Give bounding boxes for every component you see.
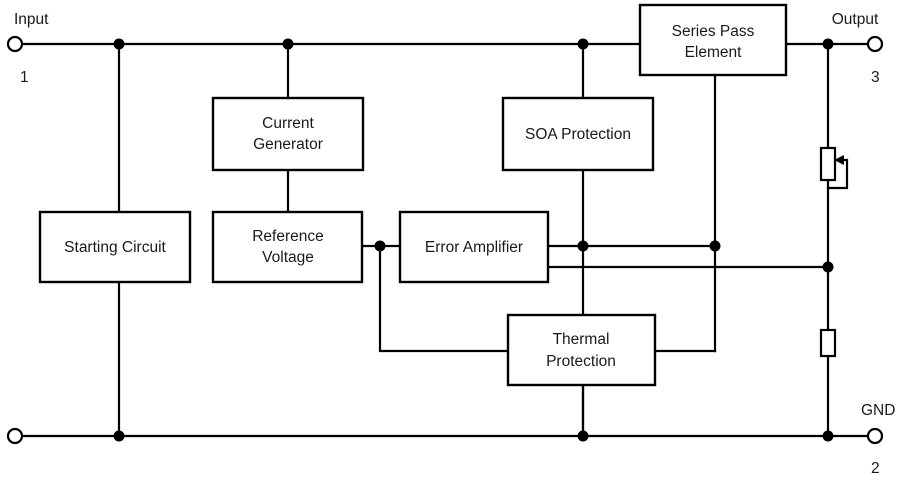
port-number-input: 1 [20,69,29,86]
error-amplifier-label: Error Amplifier [425,239,523,256]
reference-voltage-label-line2: Voltage [262,249,314,266]
resistor-lower-body [819,328,837,358]
wire-reference-node-to-thermal [378,244,510,353]
current-generator-label-line1: Current [262,115,314,132]
junction-output-top [822,38,834,50]
block-thermal-protection[interactable]: Thermal Protection [506,313,657,387]
junction-gnd-thermal [577,430,589,442]
block-error-amplifier[interactable]: Error Amplifier [398,210,550,284]
variable-resistor-upper[interactable] [819,146,844,182]
junction-soa-top [577,38,589,50]
resistor-lower [819,328,837,358]
potentiometer-body[interactable] [819,146,837,182]
starting-circuit-box[interactable] [38,210,192,284]
terminal-input[interactable] [6,35,24,53]
soa-protection-box[interactable] [501,96,655,172]
port-label-output: Output [832,11,879,28]
junction-gnd-right [822,430,834,442]
potentiometer-wiper-arrow-icon [834,155,844,165]
block-reference-voltage[interactable]: Reference Voltage [211,210,364,284]
terminal-gnd-right[interactable] [866,427,884,445]
terminals [6,35,884,445]
junction-current-generator-top [282,38,294,50]
junction-divider-tap [822,261,834,273]
current-generator-box[interactable] [211,96,365,172]
junction-series-pass-control [709,240,721,252]
port-labels: Input 1 Output 3 GND 2 [14,11,895,477]
port-label-input: Input [14,11,49,28]
wire-network [20,42,870,438]
terminal-gnd-left[interactable] [6,427,24,445]
junction-gnd-starting-circuit [113,430,125,442]
block-soa-protection[interactable]: SOA Protection [501,96,655,172]
block-starting-circuit[interactable]: Starting Circuit [38,210,192,284]
series-pass-element-label-line2: Element [685,44,743,61]
thermal-protection-box[interactable] [506,313,657,387]
port-label-gnd: GND [861,402,895,419]
starting-circuit-label: Starting Circuit [64,239,166,256]
reference-voltage-label-line1: Reference [252,228,324,245]
port-number-gnd: 2 [871,460,880,477]
reference-voltage-box[interactable] [211,210,364,284]
port-number-output: 3 [871,69,880,86]
block-series-pass-element[interactable]: Series Pass Element [638,3,788,77]
soa-protection-label: SOA Protection [525,126,631,143]
junction-soa-feedback [577,240,589,252]
thermal-protection-label-line1: Thermal [553,331,610,348]
junction-nodes [113,38,834,442]
series-pass-element-box[interactable] [638,3,788,77]
terminal-output[interactable] [866,35,884,53]
junction-input-top [113,38,125,50]
block-current-generator[interactable]: Current Generator [211,96,365,172]
series-pass-element-label-line1: Series Pass [672,23,755,40]
junction-reference-output [374,240,386,252]
error-amplifier-box[interactable] [398,210,550,284]
thermal-protection-label-line2: Protection [546,353,616,370]
current-generator-label-line2: Generator [253,136,323,153]
